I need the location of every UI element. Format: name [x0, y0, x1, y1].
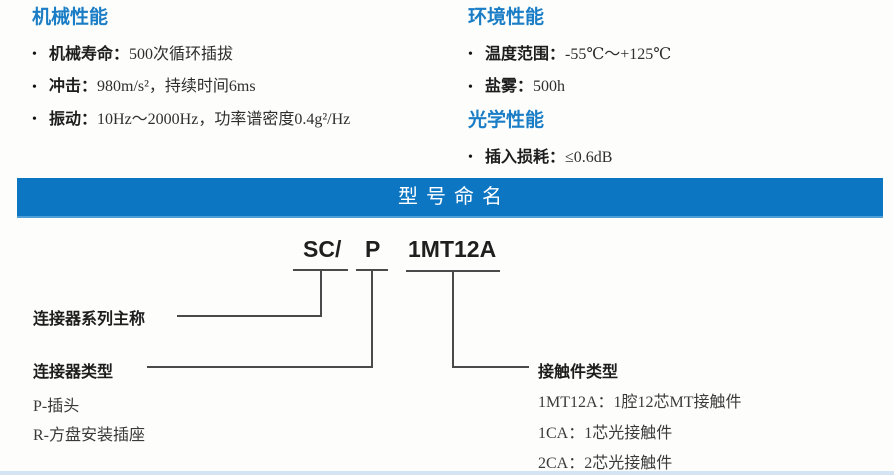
connector-type-option: R-方盘安装插座 [33, 427, 146, 444]
spec-value: 500h [533, 78, 566, 96]
model-code-type: P [365, 236, 381, 262]
spec-label: 冲击： [49, 78, 98, 96]
contact-type-option: 1MT12A：1腔12芯MT接触件 [538, 394, 742, 411]
bottom-divider [0, 471, 894, 475]
bullet-icon: • [468, 149, 473, 165]
leader-line-series [177, 315, 322, 317]
bullet-icon: • [468, 47, 473, 63]
model-code-series: SC/ [303, 236, 342, 262]
environment-spec-list: • 温度范围：-55℃～+125℃ • 盐雾：500h [468, 39, 878, 104]
model-naming-banner: 型号命名 [17, 178, 883, 218]
spec-label: 插入损耗： [485, 148, 566, 166]
optical-spec-list: • 插入损耗：≤0.6dB [468, 142, 878, 174]
spec-label: 振动： [49, 110, 98, 128]
spec-item-mechanical-life: • 机械寿命：500次循环插拔 [32, 39, 442, 71]
spec-item-vibration: • 振动：10Hz～2000Hz，功率谱密度0.4g²/Hz [32, 104, 442, 136]
bullet-icon: • [32, 111, 37, 127]
spec-item-shock: • 冲击：980m/s²，持续时间6ms [32, 71, 442, 103]
environment-optical-section: 环境性能 • 温度范围：-55℃～+125℃ • 盐雾：500h 光学性能 • … [468, 6, 878, 174]
bullet-icon: • [32, 47, 37, 63]
spec-value: -55℃～+125℃ [565, 46, 672, 63]
optical-section-title: 光学性能 [468, 109, 545, 131]
spec-label: 盐雾： [485, 78, 534, 96]
spec-item-temperature-range: • 温度范围：-55℃～+125℃ [468, 39, 878, 71]
leader-line-type [147, 366, 373, 368]
connector-line-contact-vertical [452, 270, 454, 368]
spec-label: 温度范围： [485, 46, 566, 63]
mechanical-section-title: 机械性能 [32, 7, 109, 28]
series-name-label: 连接器系列主称 [33, 311, 146, 328]
contact-type-option: 2CA：2芯光接触件 [538, 455, 673, 472]
spec-value: 500次循环插拔 [129, 46, 234, 63]
spec-value: ≤0.6dB [565, 148, 613, 166]
connector-line-series-vertical [320, 269, 322, 317]
model-code-contact: 1MT12A [408, 236, 497, 262]
spec-item-insertion-loss: • 插入损耗：≤0.6dB [468, 142, 878, 174]
spec-label: 机械寿命： [49, 46, 130, 63]
spec-item-salt-spray: • 盐雾：500h [468, 71, 878, 103]
connector-type-option: P-插头 [33, 398, 80, 415]
contact-type-label: 接触件类型 [538, 364, 619, 381]
connector-type-label: 连接器类型 [33, 364, 114, 381]
connector-line-type-vertical [371, 269, 373, 368]
spec-value: 980m/s²，持续时间6ms [97, 78, 256, 96]
leader-line-contact [452, 366, 529, 368]
contact-type-option: 1CA：1芯光接触件 [538, 425, 673, 442]
spec-value: 10Hz～2000Hz，功率谱密度0.4g²/Hz [97, 110, 351, 128]
bullet-icon: • [32, 79, 37, 95]
banner-title: 型号命名 [398, 186, 510, 208]
bullet-icon: • [468, 79, 473, 95]
mechanical-spec-list: • 机械寿命：500次循环插拔 • 冲击：980m/s²，持续时间6ms • 振… [32, 39, 442, 136]
environment-section-title: 环境性能 [468, 7, 545, 28]
mechanical-performance-section: 机械性能 • 机械寿命：500次循环插拔 • 冲击：980m/s²，持续时间6m… [32, 6, 442, 136]
